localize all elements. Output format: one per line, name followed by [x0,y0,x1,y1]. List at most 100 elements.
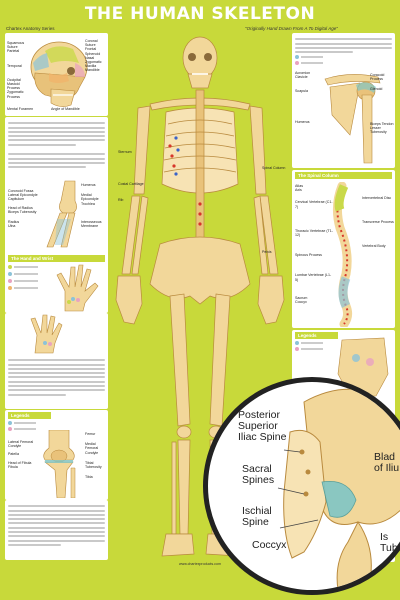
skull-illustration [30,41,88,107]
spine-illustration [332,182,353,327]
legend-entry [295,61,323,66]
poster-title: THE HUMAN SKELETON [84,4,316,24]
skull-label: Sphenoid [85,51,101,56]
shoulder-label: Coracoid Process [370,73,385,82]
arm-label: Capitulum [8,197,25,202]
skull-label: Coronal Suture [85,39,98,48]
spine-label: Vertebral Body [362,244,386,249]
arm-panel: Coronoid Fossa Lateral Epicondyle Capitu… [5,117,108,313]
spine-label: Coccyx [295,300,307,305]
skull-label: Nasal [85,55,95,60]
spine-label: Lumbar Vertebrae (L1-5) [295,273,332,282]
shoulder-label: Lesser Tuberosity [370,125,387,135]
legend-entry [8,265,38,270]
arm-label: Coronoid Fossa [8,189,34,193]
joint-text-panel [5,313,108,409]
spine-label: Transverse Process [362,220,394,225]
legend-entry [295,55,323,60]
zoom-label-posterior-superior-iliac-spine: Posterior Superior Iliac Spine [238,409,287,443]
knee-label: Head of Fibula [8,460,32,465]
legend-heading: Legends [8,412,51,419]
legend-entry [295,347,323,352]
skull-panel: Squamous Suture Parietal Temporal Occipi… [5,33,108,116]
spine-label: Atlas [295,184,303,188]
shoulder-illustration [324,74,381,164]
skeleton-label: Pelvis [262,250,272,254]
skull-label: Frontal [85,47,97,52]
spine-label: Thoracic Vertebrae (T1-12) [295,228,333,238]
legend-entry [295,341,323,346]
spine-panel: The Spinal Column Atlas Axis Cervical Ve… [292,170,395,328]
elbow-illustration [46,180,77,248]
skull-label: Mandible [85,68,100,73]
skull-label: Maxilla [85,64,97,69]
spine-label: Cervical Vertebrae (C1-7) [295,200,333,209]
zoom-label-ischial-tuberosity: Is Tub [380,531,398,554]
shoulder-label: Scapula [295,89,308,94]
pelvis-zoom-magnifier: Posterior Superior Iliac Spine Sacral Sp… [203,377,400,595]
arm-label: Interosseous Membrane [81,219,102,229]
text-block [8,120,105,171]
shoulder-label: Biceps Tendon [370,121,394,126]
legend-heading-2: Legends [295,332,338,339]
hand-wrist-heading: The Hand and Wrist [8,255,105,262]
hand-illustration [56,264,99,312]
skeleton-label: Costal Cartilage [118,182,144,186]
shoulder-label: Humerus [295,119,310,124]
knee-label: Lateral Femoral Condyle [8,440,34,449]
knee-label: Femur [85,432,96,436]
shoulder-label: Glenoid [370,87,383,92]
skull-label: Zygomatic Process [7,90,24,99]
shoulder-label: Clavicle [295,75,308,80]
arm-label: Biceps Tuberosity [8,209,37,214]
knee-label: Tibial Tuberosity [85,460,102,470]
legend-entry [8,427,36,432]
arm-label: Lateral Epicondyle [8,193,38,198]
legend-entry [8,272,38,277]
bottom-text-panel [5,500,108,560]
legend-entry [8,421,36,426]
text-block [295,36,392,55]
skull-label: Temporal [7,63,22,68]
zoom-label-blade-of-ilium: Blad of Iliu [374,451,400,474]
spine-label: Sacrum [295,295,308,300]
pelvis-closeup-illustration [277,388,400,590]
zoom-label-sacral-spines: Sacral Spines [242,463,275,486]
skeleton-label: Sternum [118,150,132,154]
knee-label: Tibia [85,475,93,480]
series-label: Chartex Anatomy Series [6,26,55,31]
skeleton-illustration [115,36,285,557]
shoulder-label: Acromion [295,71,311,75]
skeleton-label: Rib [118,198,124,202]
arm-label: Head of Radius [8,205,33,210]
spine-label: Spinous Process [295,253,322,258]
skull-label: Mental Foramen [7,107,34,111]
spinal-column-heading: The Spinal Column [295,172,392,179]
skull-label: Squamous Suture [7,41,25,50]
spine-label: Intervertebral Disc [362,196,392,200]
tagline: "Originally Hand Drawn From A To Digital… [245,26,338,31]
text-block [8,503,105,548]
spine-label: Axis [295,188,302,193]
arm-label: Trochlea [81,201,95,206]
arm-label: Medial Epicondyle [81,193,99,202]
arm-label: Radius [8,220,20,225]
zoom-label-coccyx: Coccyx [252,539,287,551]
knee-panel: Legends Lateral Femoral Condyle Patella … [5,410,108,500]
skull-label: Parietal [7,49,20,54]
knee-label: Fibula [8,464,18,469]
arm-label: Humerus [81,183,96,187]
footer-url: www.chartexproducts.com [179,562,221,566]
skull-label: Angle of Mandible [51,107,80,111]
knee-illustration [43,430,76,498]
legend-entry [8,286,38,291]
knee-label: Patella [8,452,19,457]
hand-diagram-illustration [30,314,63,354]
arm-label: Ulna [8,224,16,229]
knee-label: Medial Femoral Condyle [85,442,99,455]
zoom-label-ischial-spine: Ischial Spine [242,505,272,528]
shoulder-panel: Acromion Clavicle Scapula Humerus Coraco… [292,33,395,168]
skull-label: Mastoid Process [7,82,20,91]
skull-label: Occipital [7,77,21,82]
